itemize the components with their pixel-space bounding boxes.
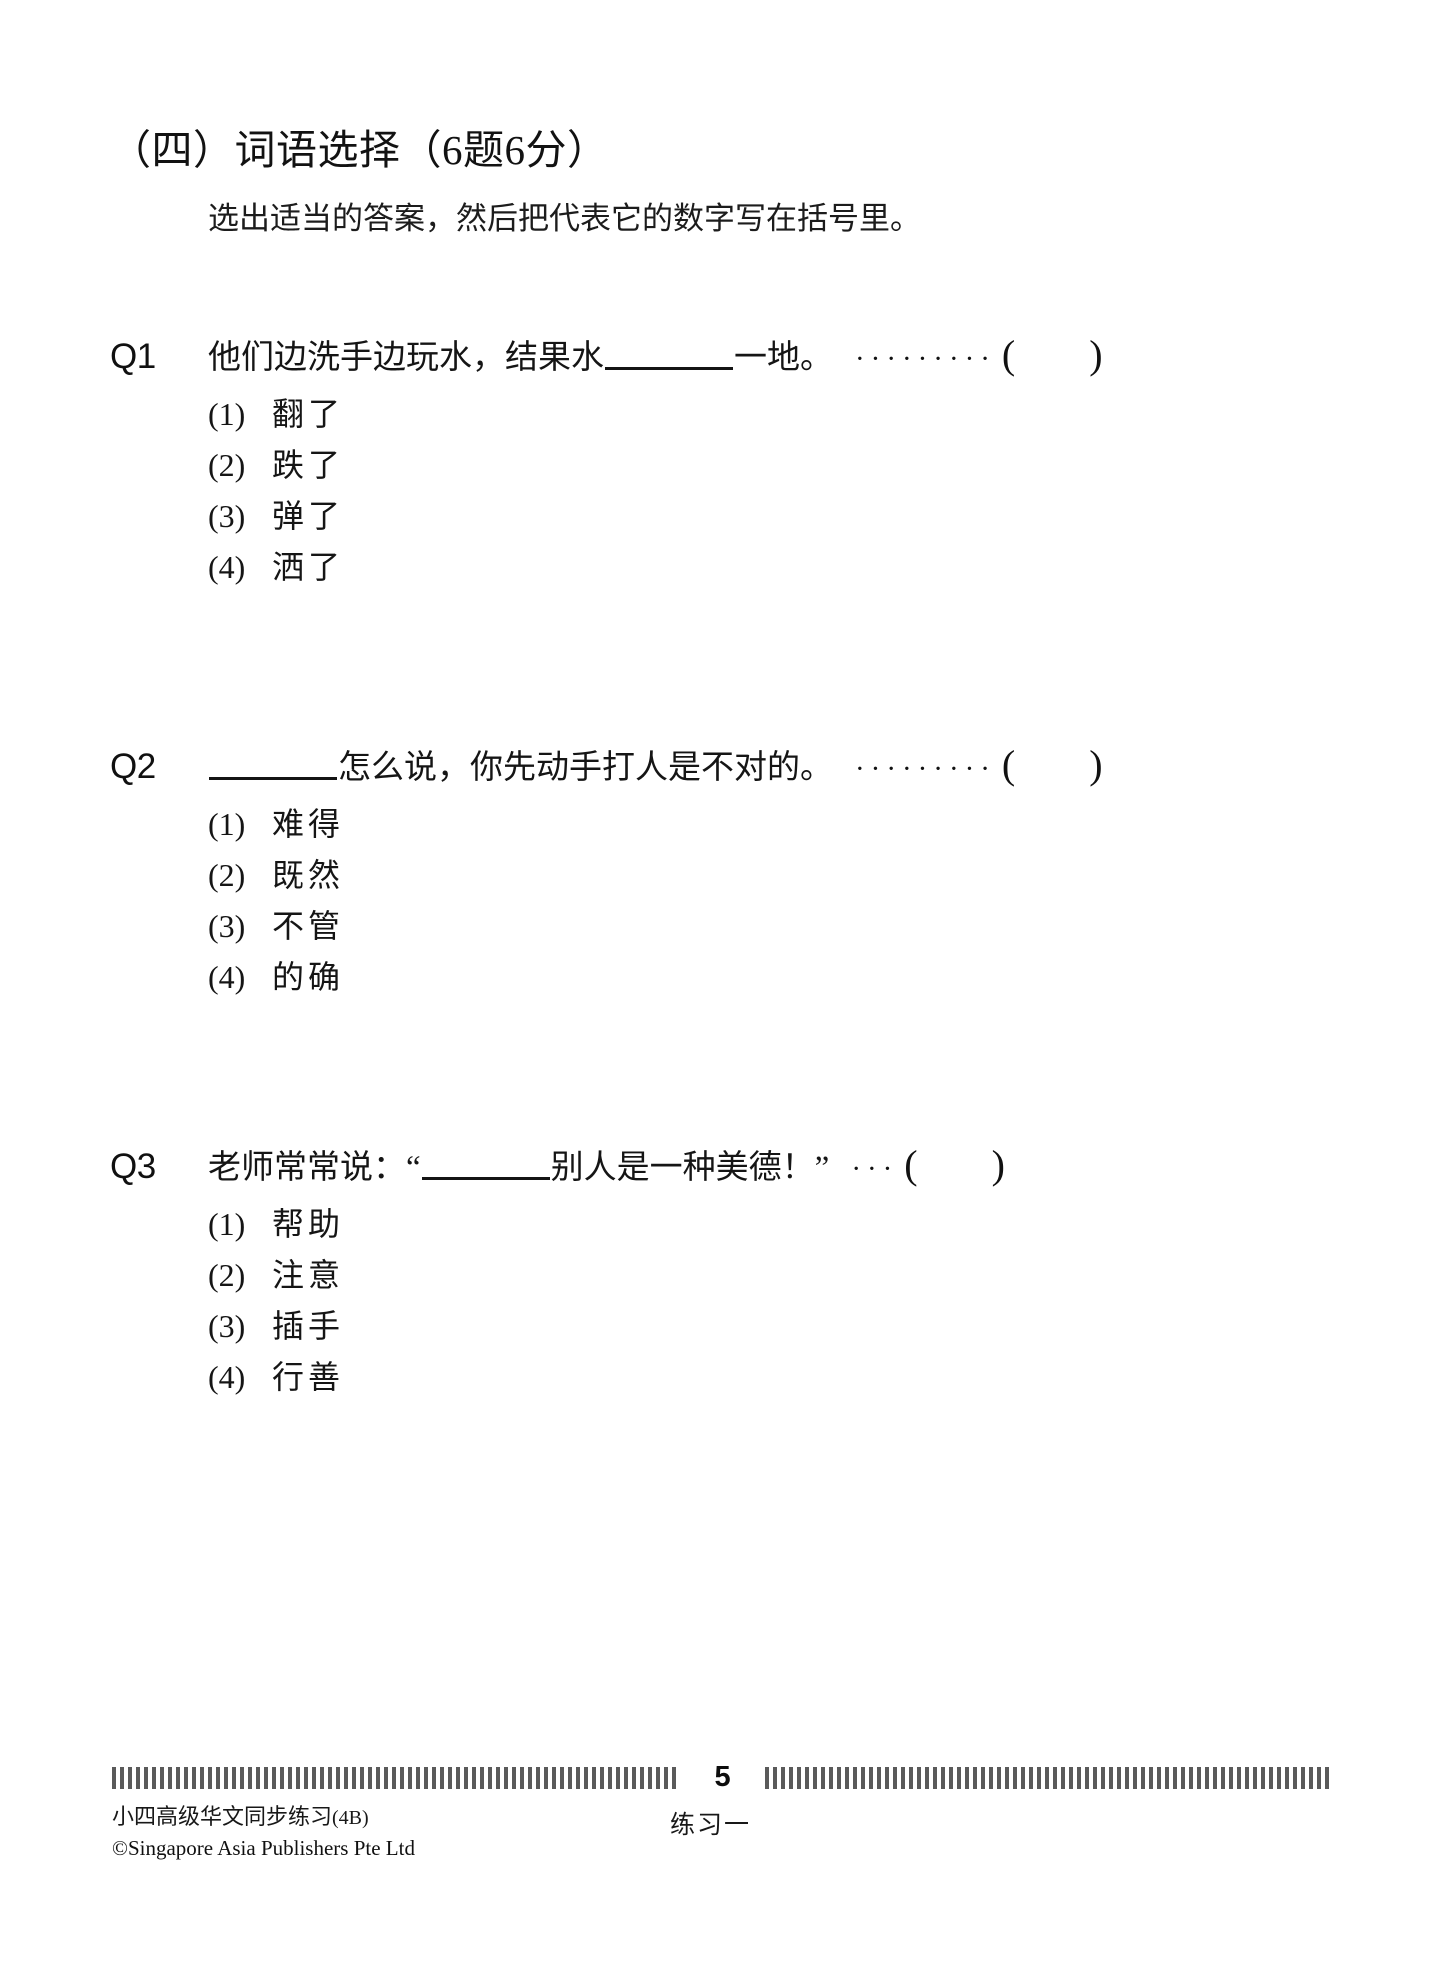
footer-center-block: 练习一 [0, 1805, 1445, 1841]
option-number: (4) [208, 1359, 246, 1395]
question-stem: 老师常常说：“ 别人是一种美德！” [208, 1148, 829, 1189]
option-item[interactable]: (4) 的确 [208, 961, 1340, 993]
answer-bracket[interactable]: () [1002, 740, 1103, 790]
options-list: (1) 翻了 (2) 跌了 (3) 弹了 (4) 洒了 [208, 398, 1340, 583]
option-item[interactable]: (3) 不管 [208, 910, 1340, 942]
option-label: 弹了 [272, 498, 345, 534]
option-item[interactable]: (1) 帮助 [208, 1208, 1340, 1240]
option-number: (4) [208, 549, 246, 585]
instruction-text: 选出适当的答案，然后把代表它的数字写在括号里。 [208, 201, 921, 236]
option-number: (1) [208, 1206, 246, 1242]
option-number: (2) [208, 857, 246, 893]
option-number: (3) [208, 498, 246, 534]
option-label: 不管 [272, 908, 345, 944]
option-item[interactable]: (3) 弹了 [208, 500, 1340, 532]
answer-blank[interactable] [421, 1177, 550, 1180]
question-block: Q3 老师常常说：“ 别人是一种美德！” ··· () (1) 帮助 (2) 注意… [110, 1140, 1340, 1412]
option-label: 插手 [272, 1308, 345, 1344]
book-title: 小四高级华文同步练习(4B) [112, 1801, 415, 1833]
option-number: (3) [208, 908, 246, 944]
hatch-rule-left [112, 1767, 681, 1789]
footer-left-block: 小四高级华文同步练习(4B) ©Singapore Asia Publisher… [112, 1801, 415, 1863]
question-stem-row: Q2 怎么说，你先动手打人是不对的。 ········· () [110, 740, 1340, 790]
option-number: (4) [208, 959, 246, 995]
paren-close: ) [991, 1142, 1005, 1187]
option-label: 洒了 [272, 549, 345, 585]
paren-open: ( [1001, 742, 1016, 787]
page-title: （四）词语选择（6题6分） [110, 127, 609, 173]
option-label: 难得 [272, 806, 345, 842]
option-label: 帮助 [272, 1206, 345, 1242]
paren-open: ( [1001, 332, 1016, 377]
option-label: 既然 [272, 857, 345, 893]
option-label: 的确 [272, 959, 345, 995]
option-item[interactable]: (3) 插手 [208, 1310, 1340, 1342]
question-stem-row: Q3 老师常常说：“ 别人是一种美德！” ··· () [110, 1140, 1340, 1190]
book-title-suffix: (4B) [332, 1807, 369, 1829]
question-block: Q2 怎么说，你先动手打人是不对的。 ········· () (1) 难得 (… [110, 740, 1340, 1012]
stem-before: 他们边洗手边玩水，结果水 [208, 340, 604, 376]
paren-open: ( [904, 1142, 918, 1187]
stem-after: 怎么说，你先动手打人是不对的。 [338, 750, 833, 786]
option-item[interactable]: (4) 行善 [208, 1361, 1340, 1393]
option-number: (2) [208, 447, 246, 483]
stem-after: 别人是一种美德！” [550, 1150, 830, 1186]
option-item[interactable]: (2) 注意 [208, 1259, 1340, 1291]
stem-after: 一地。 [734, 340, 833, 376]
leader-dots: ········· [855, 753, 996, 785]
options-list: (1) 帮助 (2) 注意 (3) 插手 (4) 行善 [208, 1208, 1340, 1393]
leader-dots: ··· [851, 1153, 899, 1185]
answer-blank[interactable] [605, 367, 733, 370]
answer-bracket[interactable]: () [904, 1140, 1005, 1190]
question-stem: 怎么说，你先动手打人是不对的。 [208, 748, 833, 789]
option-label: 跌了 [272, 447, 345, 483]
answer-bracket[interactable]: () [1002, 330, 1103, 380]
leader-dots: ········· [855, 343, 996, 375]
question-stem-row: Q1 他们边洗手边玩水，结果水 一地。 ········· () [110, 330, 1340, 380]
option-item[interactable]: (1) 翻了 [208, 398, 1340, 430]
question-label: Q1 [110, 337, 156, 376]
question-label: Q2 [110, 747, 156, 786]
option-item[interactable]: (4) 洒了 [208, 551, 1340, 583]
paren-close: ) [1089, 742, 1103, 787]
option-number: (1) [208, 396, 246, 432]
answer-blank[interactable] [209, 777, 337, 780]
stem-before: 老师常常说：“ [208, 1150, 421, 1186]
option-label: 行善 [272, 1359, 345, 1395]
book-title-text: 小四高级华文同步练习 [112, 1804, 333, 1829]
page-footer: 5 小四高级华文同步练习(4B) ©Singapore Asia Publish… [0, 1761, 1445, 1925]
option-label: 注意 [272, 1257, 345, 1293]
option-number: (3) [208, 1308, 246, 1344]
hatch-rule-right [764, 1767, 1334, 1789]
paren-close: ) [1089, 332, 1103, 377]
options-list: (1) 难得 (2) 既然 (3) 不管 (4) 的确 [208, 808, 1340, 993]
exercise-label: 练习一 [669, 1812, 751, 1839]
option-item[interactable]: (2) 既然 [208, 859, 1340, 891]
option-number: (1) [208, 806, 246, 842]
copyright-notice: ©Singapore Asia Publishers Pte Ltd [112, 1836, 415, 1860]
option-item[interactable]: (2) 跌了 [208, 449, 1340, 481]
question-stem: 他们边洗手边玩水，结果水 一地。 [208, 338, 833, 379]
option-label: 翻了 [272, 396, 345, 432]
question-label: Q3 [110, 1147, 156, 1186]
option-item[interactable]: (1) 难得 [208, 808, 1340, 840]
footer-rule: 5 [112, 1761, 1334, 1793]
option-number: (2) [208, 1257, 246, 1293]
question-block: Q1 他们边洗手边玩水，结果水 一地。 ········· () (1) 翻了 (… [110, 330, 1340, 602]
page-number: 5 [714, 1760, 731, 1793]
